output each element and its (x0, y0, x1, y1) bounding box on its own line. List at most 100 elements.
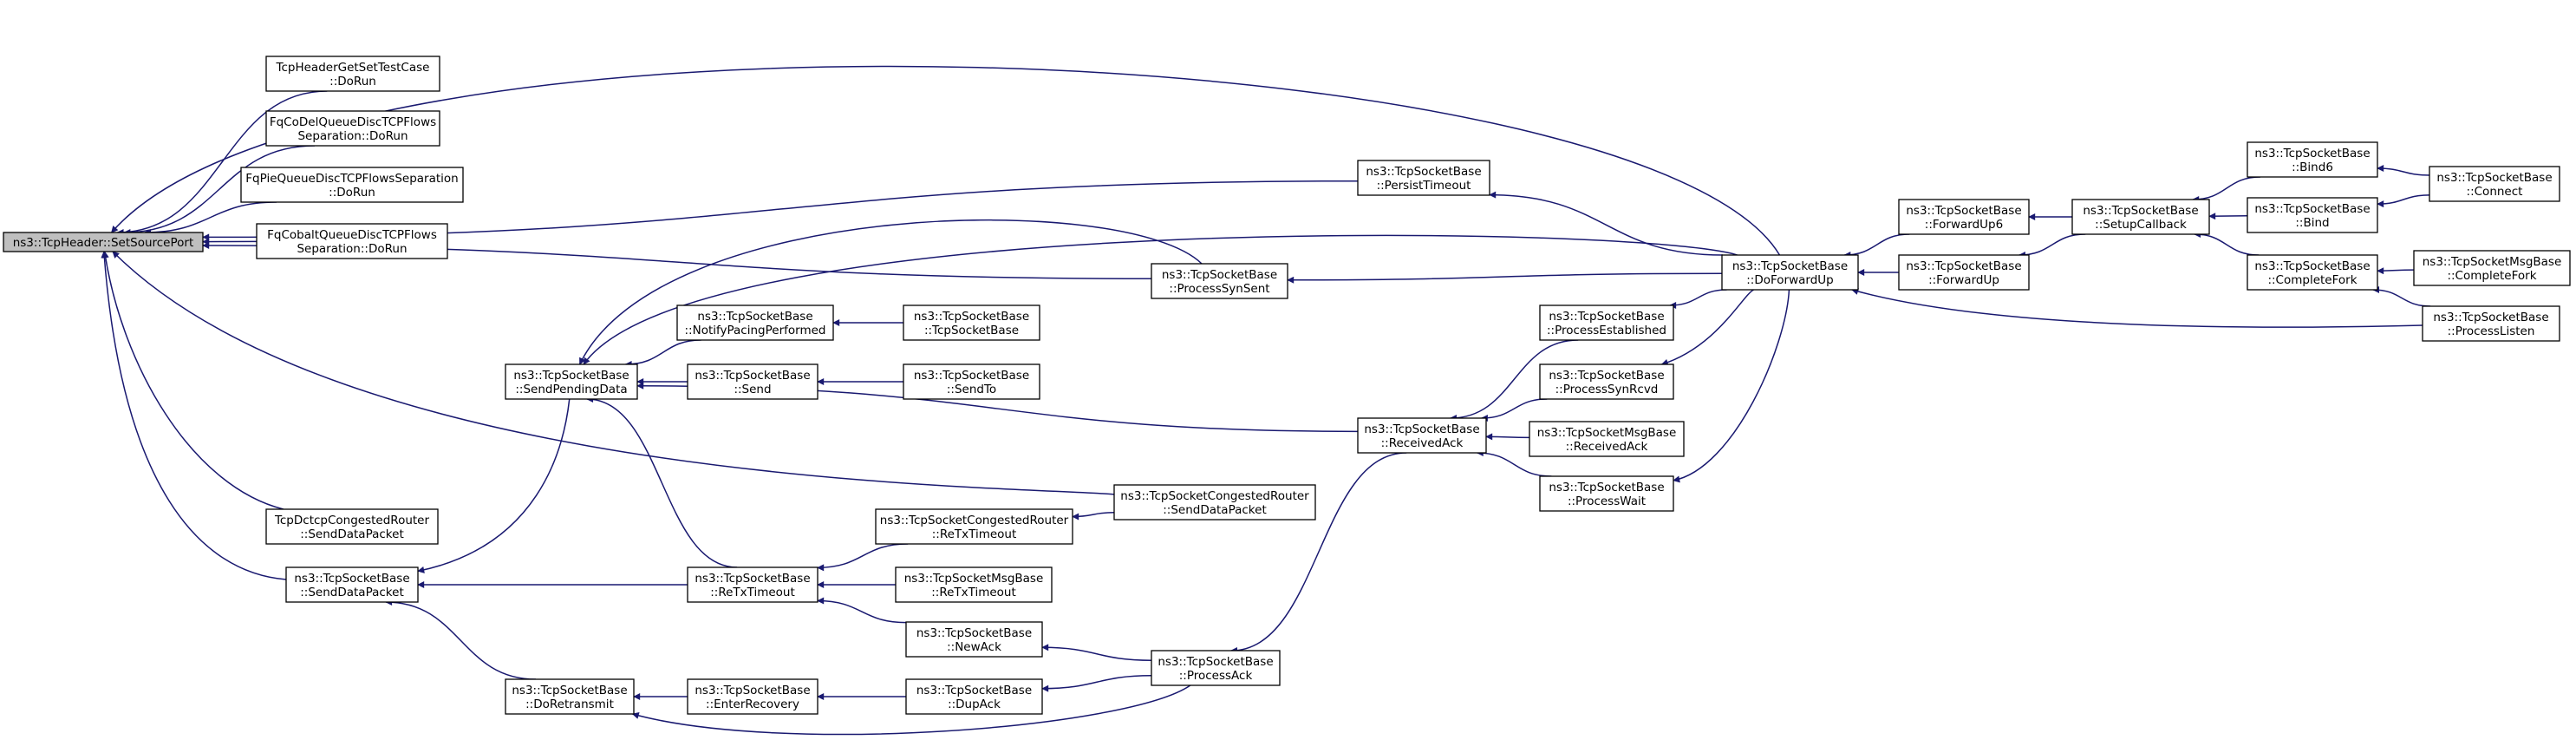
node-box (240, 167, 464, 203)
graph-node-synsent[interactable]: ns3::TcpSocketBase::ProcessSynSent (1151, 263, 1288, 299)
node-label-line: ns3::TcpSocketBase (1158, 655, 1273, 669)
graph-node-processwait[interactable]: ns3::TcpSocketBase::ProcessWait (1539, 475, 1674, 512)
call-edge-fqpie-to-root (144, 201, 277, 236)
graph-node-send[interactable]: ns3::TcpSocketBase::Send (687, 363, 818, 400)
graph-node-processack[interactable]: ns3::TcpSocketBase::ProcessAck (1151, 650, 1281, 686)
graph-node-established[interactable]: ns3::TcpSocketBase::ProcessEstablished (1539, 304, 1674, 341)
graph-node-doretransmit[interactable]: ns3::TcpSocketBase::DoRetransmit (505, 678, 635, 715)
node-label-line: ::CompleteFork (2267, 273, 2357, 287)
edge-path (2377, 165, 2430, 176)
call-edge-connect-to-bind (2377, 194, 2430, 208)
node-label-line: ns3::TcpSocketMsgBase (904, 572, 1044, 586)
graph-node-sendpending[interactable]: ns3::TcpSocketBase::SendPendingData (505, 363, 638, 400)
node-label-line: ns3::TcpSocketBase (697, 310, 812, 324)
call-edge-msg_recvack-to-receivedack (1485, 433, 1530, 441)
node-label-line: TcpDctcpCongestedRouter (274, 514, 430, 527)
graph-node-bind[interactable]: ns3::TcpSocketBase::Bind (2247, 197, 2378, 233)
node-label-line: FqCoDelQueueDiscTCPFlows (270, 115, 436, 129)
graph-node-msg_retx[interactable]: ns3::TcpSocketMsgBase::ReTxTimeout (895, 566, 1053, 603)
node-label-line: ::Bind (2295, 216, 2329, 230)
edge-path (1485, 433, 1530, 441)
graph-node-tcphdr[interactable]: TcpHeaderGetSetTestCase::DoRun (265, 56, 440, 92)
graph-node-msg_recvack[interactable]: ns3::TcpSocketMsgBase::ReceivedAck (1529, 421, 1685, 457)
graph-node-synrcvd[interactable]: ns3::TcpSocketBase::ProcessSynRcvd (1539, 363, 1674, 400)
call-edge-processwait-to-receivedack (1476, 449, 1552, 477)
graph-node-bind6[interactable]: ns3::TcpSocketBase::Bind6 (2247, 141, 2378, 178)
node-label-line: ::SetupCallback (2095, 218, 2187, 232)
graph-node-receivedack[interactable]: ns3::TcpSocketBase::ReceivedAck (1357, 417, 1487, 454)
graph-node-connect[interactable]: ns3::TcpSocketBase::Connect (2429, 166, 2560, 202)
graph-node-forwardup[interactable]: ns3::TcpSocketBase::ForwardUp (1898, 254, 2030, 291)
graph-node-dctcp[interactable]: TcpDctcpCongestedRouter::SendDataPacket (265, 508, 439, 545)
edge-path (112, 251, 1115, 495)
call-edge-setupcallback-to-forwardup (2018, 233, 2086, 259)
node-label-line: Separation::DoRun (297, 242, 407, 256)
edge-path (2377, 267, 2415, 275)
graph-node-retxtimeout[interactable]: ns3::TcpSocketBase::ReTxTimeout (687, 566, 818, 603)
edge-path (1476, 449, 1552, 477)
graph-node-ctor[interactable]: ns3::TcpSocketBase::TcpSocketBase (903, 304, 1040, 341)
edge-path (1660, 289, 1754, 366)
node-box (903, 304, 1040, 341)
call-edge-connect-to-bind6 (2377, 165, 2430, 176)
node-label-line: ns3::TcpSocketCongestedRouter (880, 514, 1069, 527)
call-edge-processack-to-newack (1041, 644, 1152, 661)
graph-node-notifypacing[interactable]: ns3::TcpSocketBase::NotifyPacingPerforme… (676, 304, 834, 341)
node-label-line: FqPieQueueDiscTCPFlowsSeparation (245, 172, 458, 186)
edge-path (1489, 191, 1723, 256)
node-label-line: TcpHeaderGetSetTestCase (276, 61, 430, 75)
graph-node-cr_send[interactable]: ns3::TcpSocketCongestedRouter::SendDataP… (1113, 484, 1316, 521)
graph-node-persist[interactable]: ns3::TcpSocketBase::PersistTimeout (1357, 160, 1490, 196)
node-label-line: ::DoRun (329, 186, 375, 200)
graph-node-dupack[interactable]: ns3::TcpSocketBase::DupAck (905, 678, 1043, 715)
graph-node-setupcallback[interactable]: ns3::TcpSocketBase::SetupCallback (2071, 199, 2210, 235)
node-box (256, 223, 448, 259)
graph-node-cr_retx[interactable]: ns3::TcpSocketCongestedRouter::ReTxTimeo… (875, 508, 1073, 545)
graph-node-fqcodel[interactable]: FqCoDelQueueDiscTCPFlowsSeparation::DoRu… (265, 110, 440, 147)
node-label-line: FqCobaltQueueDiscTCPFlows (267, 228, 437, 242)
graph-node-enterrecovery[interactable]: ns3::TcpSocketBase::EnterRecovery (687, 678, 818, 715)
node-label-line: ns3::TcpSocketBase (914, 310, 1029, 324)
graph-node-fqcobalt[interactable]: FqCobaltQueueDiscTCPFlowsSeparation::DoR… (256, 223, 448, 259)
node-label-line: ns3::TcpSocketBase (1366, 165, 1481, 179)
node-box (1898, 199, 2030, 235)
node-box (1113, 484, 1316, 521)
edge-path (1229, 452, 1407, 654)
graph-node-completefork[interactable]: ns3::TcpSocketBase::CompleteFork (2247, 254, 2378, 291)
node-box (687, 363, 818, 400)
graph-node-forwardup6[interactable]: ns3::TcpSocketBase::ForwardUp6 (1898, 199, 2030, 235)
node-box (265, 110, 440, 147)
node-label-line: ::SendDataPacket (300, 527, 404, 541)
graph-node-fqpie[interactable]: FqPieQueueDiscTCPFlowsSeparation::DoRun (240, 167, 464, 203)
call-edge-doforwardup-to-established (1669, 289, 1727, 309)
call-edge-msg_completefork-to-completefork (2377, 267, 2415, 275)
node-box (2247, 141, 2378, 178)
node-box (505, 363, 638, 400)
graph-node-newack[interactable]: ns3::TcpSocketBase::NewAck (905, 621, 1043, 658)
call-edge-doforwardup-to-synrcvd (1660, 289, 1754, 366)
node-label-line: ns3::TcpSocketBase (1162, 268, 1277, 282)
edge-path (417, 398, 571, 573)
graph-node-doforwardup[interactable]: ns3::TcpSocketBase::DoForwardUp (1721, 254, 1859, 291)
graph-node-sendto[interactable]: ns3::TcpSocketBase::SendTo (903, 363, 1040, 400)
edge-path (631, 684, 1191, 736)
call-edge-processlisten-to-doforwardup (1851, 288, 2423, 328)
node-label-line: ns3::TcpSocketBase (2254, 259, 2370, 273)
node-box (1539, 304, 1674, 341)
node-label-line: ::SendPendingData (515, 383, 627, 396)
graph-node-root[interactable]: ns3::TcpHeader::SetSourcePort (3, 232, 204, 252)
node-box (875, 508, 1073, 545)
edge-path (1287, 272, 1723, 284)
graph-node-senddatapacket[interactable]: ns3::TcpSocketBase::SendDataPacket (285, 566, 419, 603)
graph-node-processlisten[interactable]: ns3::TcpSocketBase::ProcessListen (2422, 305, 2560, 342)
node-label-line: ns3::TcpSocketBase (916, 626, 1032, 640)
node-label-line: ns3::TcpSocketBase (695, 684, 810, 697)
graph-node-msg_completefork[interactable]: ns3::TcpSocketMsgBase::CompleteFork (2413, 250, 2571, 286)
node-label-line: ::SendDataPacket (1163, 503, 1267, 517)
node-label-line: ::Send (734, 383, 771, 396)
node-label-line: ns3::TcpSocketMsgBase (1537, 426, 1677, 440)
node-box (676, 304, 834, 341)
node-label-line: ::DoRun (329, 75, 376, 88)
edges-layer (101, 65, 2431, 736)
node-label-line: ::EnterRecovery (706, 697, 799, 711)
